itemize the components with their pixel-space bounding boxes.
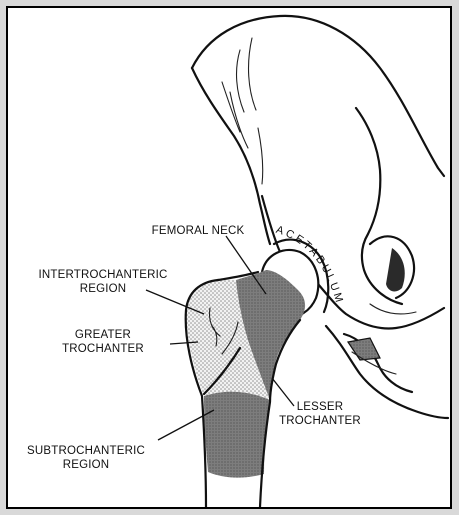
iliac-texture xyxy=(222,38,263,184)
iliac-crest-outline xyxy=(192,16,444,176)
hip-anatomy-diagram: FEMORAL NECK ACETABULUM INTERTROCHANTERI… xyxy=(8,8,450,507)
leader-lesser-trochanter xyxy=(272,378,294,406)
label-intertrochanteric-2: REGION xyxy=(80,283,127,295)
label-subtrochanteric-1: SUBTROCHANTERIC xyxy=(27,445,145,457)
pubic-ramus-shade xyxy=(348,338,380,360)
sacral-shadow xyxy=(386,248,405,291)
label-femoral-neck: FEMORAL NECK xyxy=(152,225,245,237)
ischium-contour xyxy=(326,326,448,418)
diagram-frame: FEMORAL NECK ACETABULUM INTERTROCHANTERI… xyxy=(6,6,452,509)
femur xyxy=(186,250,319,507)
label-greater-trochanter-1: GREATER xyxy=(75,329,131,341)
label-lesser-trochanter-2: TROCHANTER xyxy=(279,415,361,427)
label-lesser-trochanter-1: LESSER xyxy=(297,401,344,413)
label-greater-trochanter-2: TROCHANTER xyxy=(62,343,144,355)
subtrochanteric-region xyxy=(204,392,270,478)
label-subtrochanteric-2: REGION xyxy=(63,459,110,471)
label-intertrochanteric-1: INTERTROCHANTERIC xyxy=(38,269,167,281)
